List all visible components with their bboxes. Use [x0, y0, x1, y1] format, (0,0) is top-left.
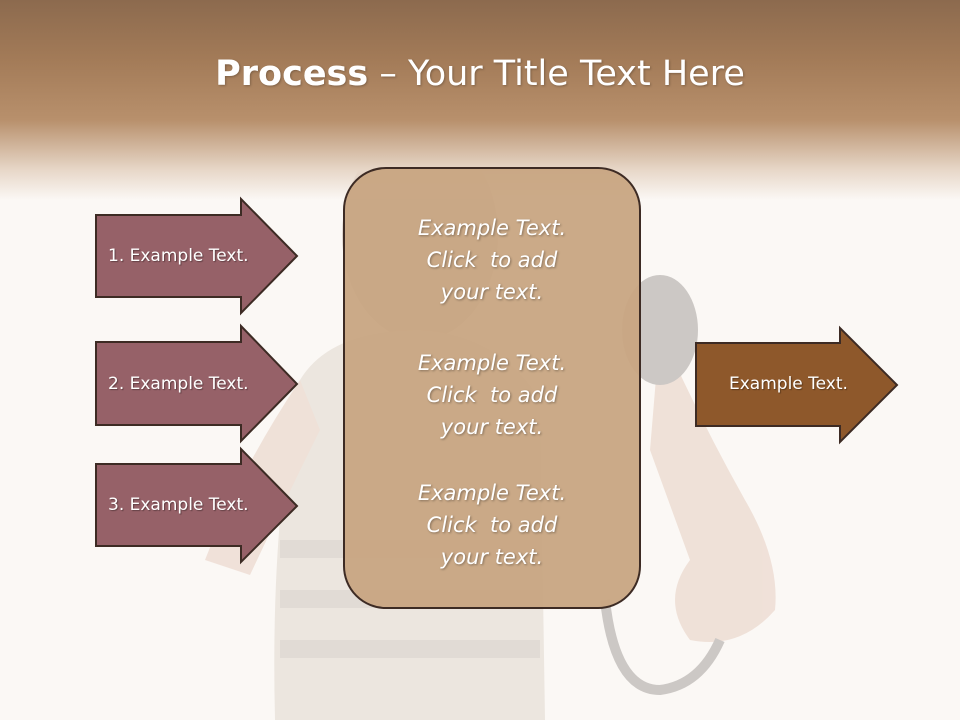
center-paragraph-3: Example Text. Click to add your text.: [362, 477, 622, 573]
input-arrow-3[interactable]: [95, 446, 299, 565]
center-block[interactable]: [343, 167, 641, 609]
input-arrow-2-label: 2. Example Text.: [108, 374, 249, 394]
input-arrow-1-label: 1. Example Text.: [108, 246, 249, 266]
center-paragraph-3-line-3: your text.: [440, 545, 544, 569]
photo-right-arm: [650, 330, 776, 642]
input-arrow-3-label: 3. Example Text.: [108, 495, 249, 515]
title-band: [0, 0, 960, 200]
center-paragraph-1-line-3: your text.: [440, 280, 544, 304]
center-paragraph-1-line-1: Example Text.: [417, 216, 567, 240]
center-paragraph-2: Example Text. Click to add your text.: [362, 347, 622, 443]
center-paragraph-1: Example Text. Click to add your text.: [362, 212, 622, 308]
photo-camera-strap: [600, 599, 725, 696]
center-paragraph-1-line-2: Click to add: [426, 248, 558, 272]
input-arrow-1[interactable]: [95, 196, 299, 316]
slide-title: Process – Your Title Text Here: [0, 52, 960, 96]
title-bold: Process: [215, 54, 369, 94]
title-rest: – Your Title Text Here: [368, 54, 745, 94]
output-arrow[interactable]: [695, 325, 899, 445]
output-arrow-label: Example Text.: [729, 374, 848, 394]
center-paragraph-2-line-3: your text.: [440, 415, 544, 439]
center-paragraph-3-line-2: Click to add: [426, 513, 558, 537]
center-paragraph-3-line-1: Example Text.: [417, 481, 567, 505]
center-paragraph-2-line-2: Click to add: [426, 383, 558, 407]
input-arrow-2[interactable]: [95, 323, 299, 444]
center-paragraph-2-line-1: Example Text.: [417, 351, 567, 375]
